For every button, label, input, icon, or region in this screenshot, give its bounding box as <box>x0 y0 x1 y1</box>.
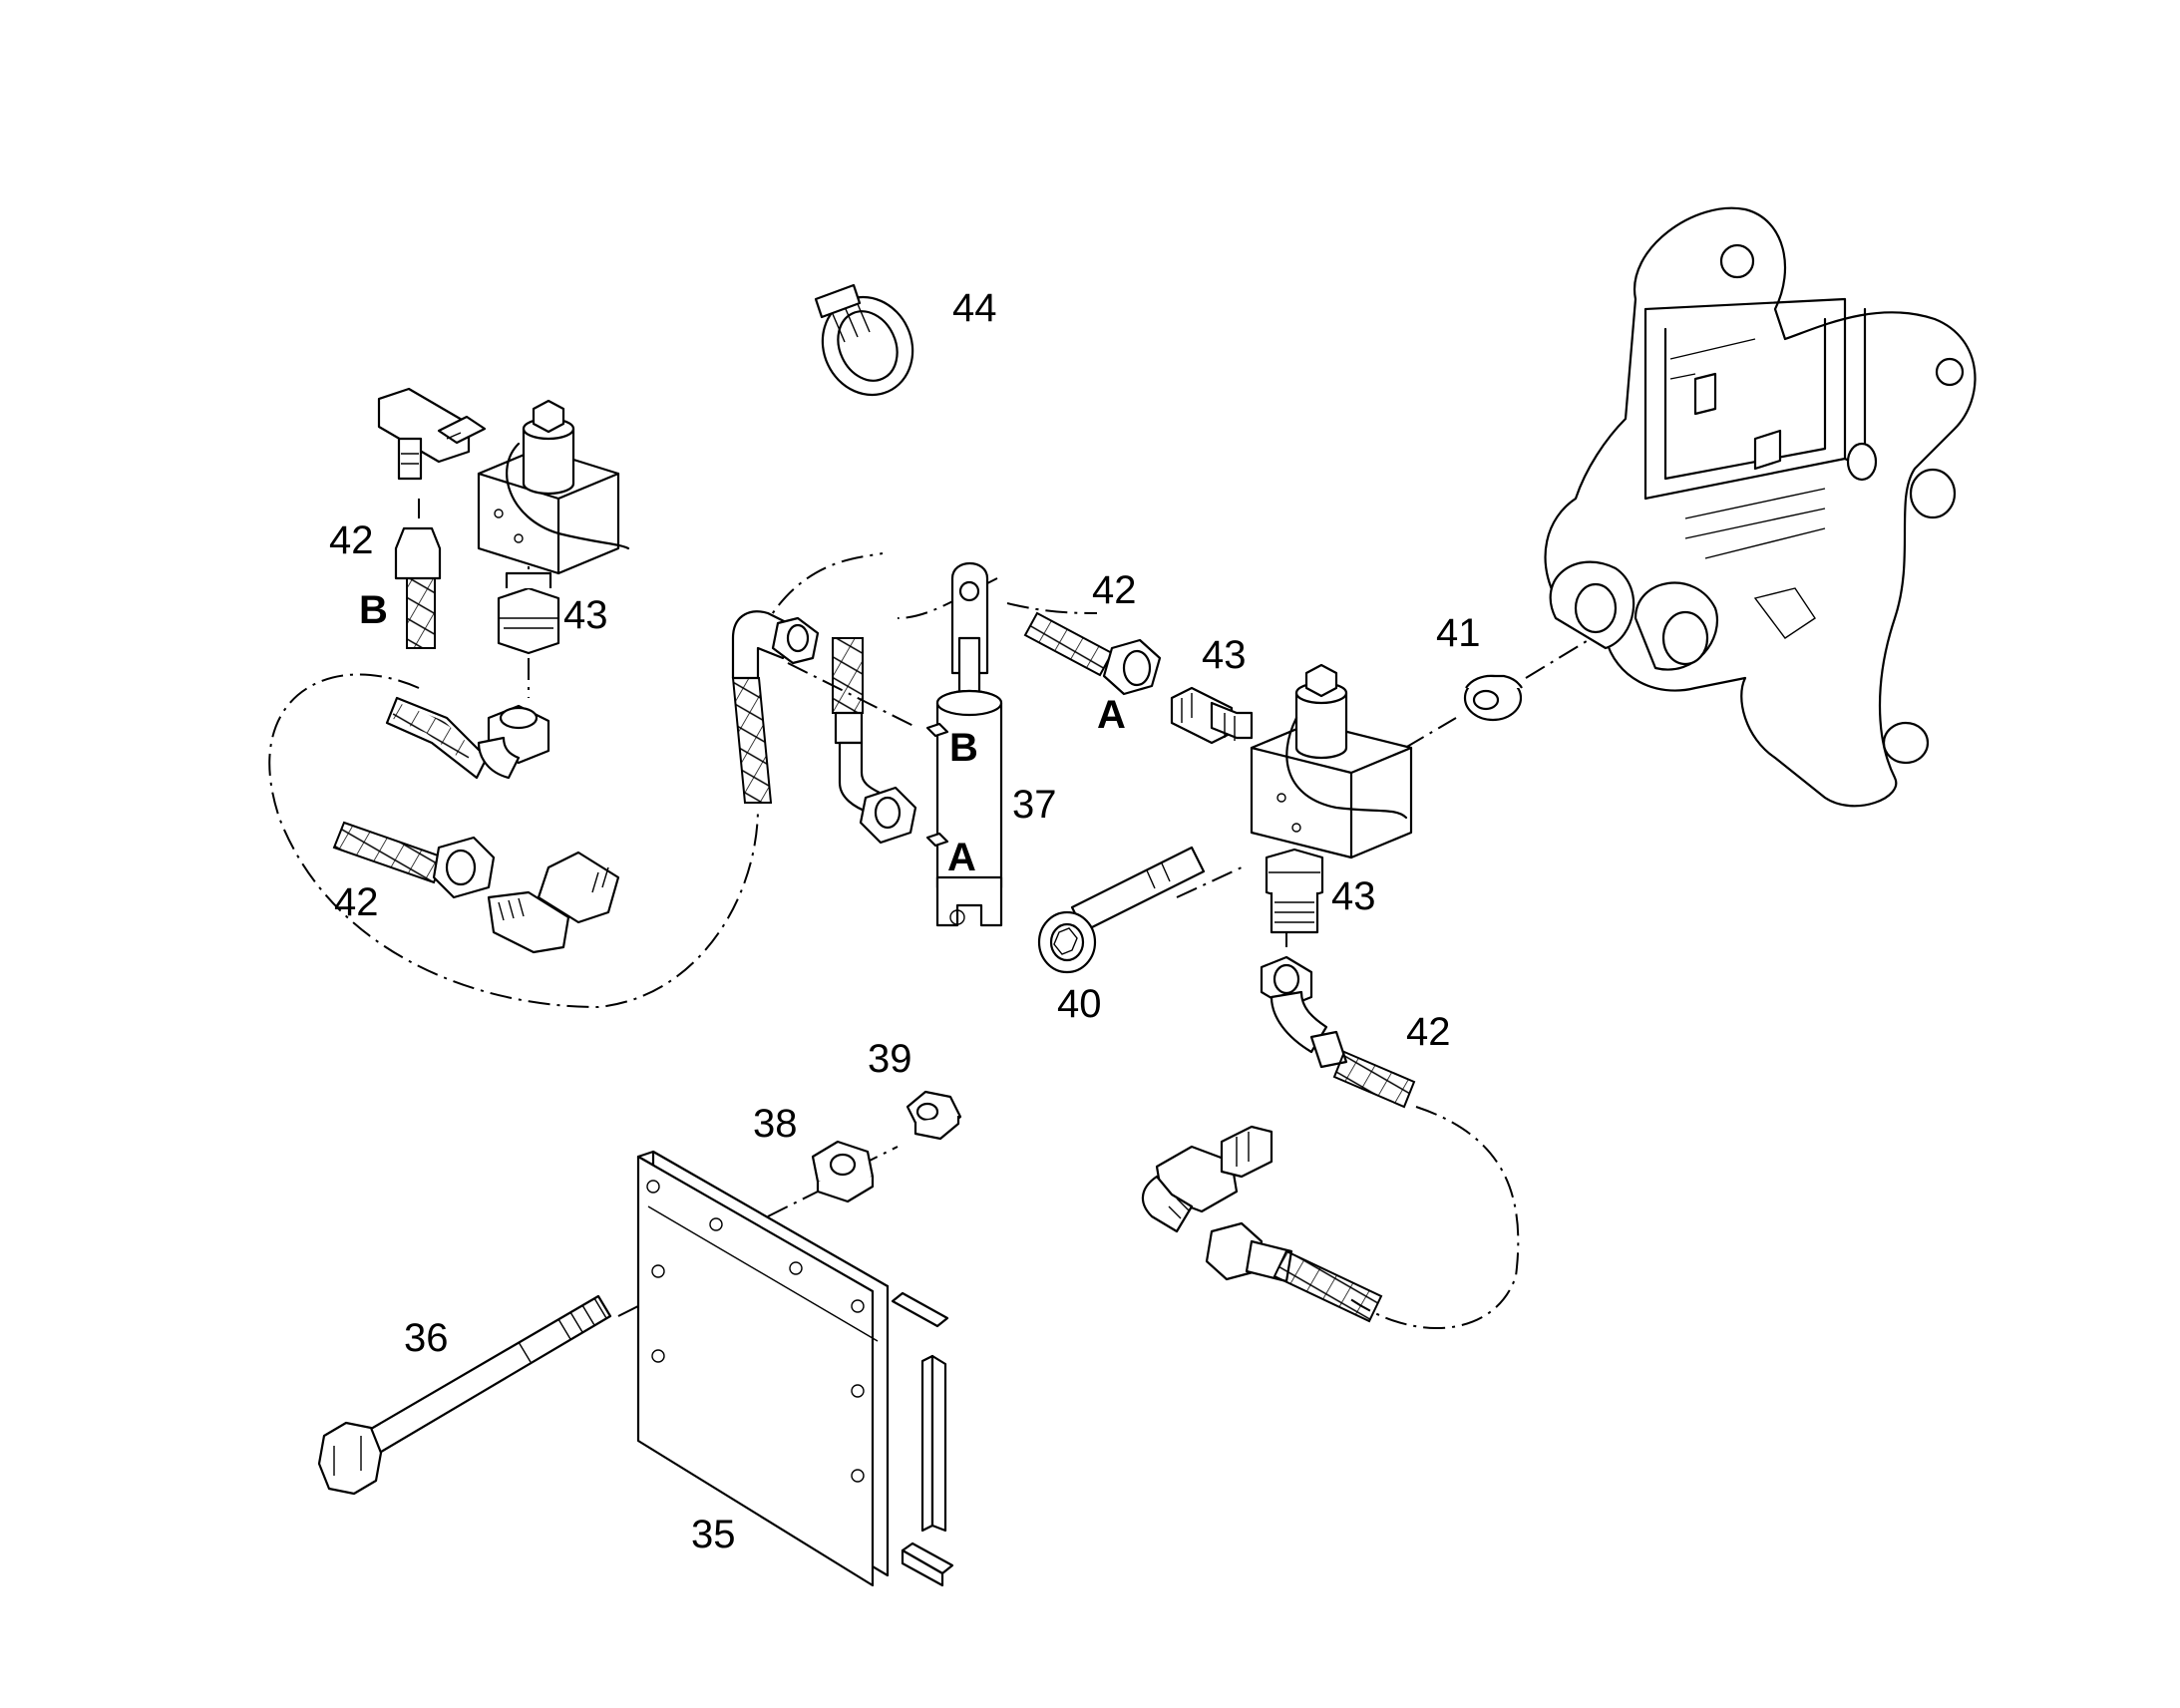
elbow-fitting-left <box>487 851 620 954</box>
adapter-43-center <box>1170 686 1254 745</box>
solenoid-valve-right <box>1250 663 1413 859</box>
hose-clamp-44 <box>814 283 914 397</box>
hose-with-elbow-center <box>731 610 820 804</box>
callout-40: 40 <box>1057 982 1102 1026</box>
quick-coupler-frame <box>1544 206 1977 808</box>
callout-38: 38 <box>753 1102 798 1146</box>
callout-39: 39 <box>868 1037 912 1081</box>
hex-nut-38 <box>811 1140 875 1203</box>
hose-cylinder-b-port <box>832 637 917 845</box>
hose-42-lower-right <box>1260 955 1416 1109</box>
lock-nut-39 <box>906 1090 962 1141</box>
callout-43-center: 43 <box>1202 633 1247 677</box>
long-bolt-36 <box>317 1294 612 1496</box>
callout-35: 35 <box>691 1513 736 1556</box>
callout-42-center: 42 <box>1092 568 1137 612</box>
callout-42-lower-left: 42 <box>334 880 379 924</box>
hose-42-lower-left <box>332 821 496 899</box>
adapter-43-right <box>1265 848 1324 934</box>
port-label-b-cylinder: B <box>949 726 978 770</box>
callout-44: 44 <box>952 286 997 330</box>
port-label-a-cylinder: A <box>947 836 976 879</box>
hose-42-upper-left <box>385 526 550 780</box>
adapter-43-left <box>497 571 560 655</box>
hose-end-lower-right <box>1205 1221 1383 1323</box>
callout-36: 36 <box>404 1316 449 1360</box>
tee-fitting <box>377 387 487 481</box>
hose-42-center <box>1023 611 1162 696</box>
callout-42-upper-left: 42 <box>329 518 374 562</box>
washer-41 <box>1463 674 1523 722</box>
callout-labels: 44 42 B 43 42 42 43 A B 37 A 41 43 40 42… <box>329 286 1481 1556</box>
solenoid-valve-left <box>477 399 630 575</box>
elbow-fitting-right <box>1141 1125 1273 1233</box>
callout-43-right: 43 <box>1331 874 1376 918</box>
socket-bolt-40 <box>1037 846 1206 974</box>
port-label-a-hose: A <box>1097 693 1126 737</box>
hydraulic-cylinder-37 <box>925 562 1003 927</box>
port-label-b-left: B <box>359 588 388 632</box>
callout-43-left: 43 <box>563 593 608 637</box>
callout-42-lower-right: 42 <box>1406 1010 1451 1054</box>
callout-41: 41 <box>1436 611 1481 655</box>
callout-37: 37 <box>1012 783 1057 827</box>
wear-plate-35 <box>636 1150 954 1587</box>
